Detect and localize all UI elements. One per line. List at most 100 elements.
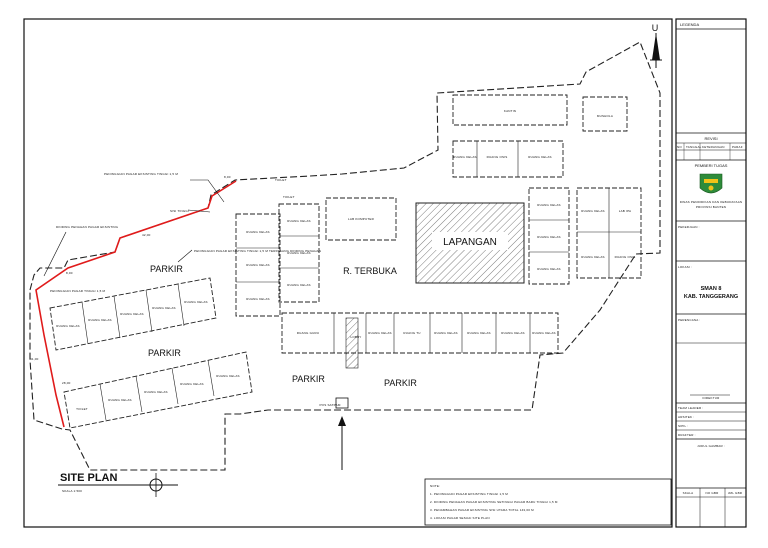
room-label: RUANG KELAS [537, 267, 561, 271]
provinsi-label: PROVINSI BANTEN [696, 205, 726, 209]
parkir-label: PARKIR [148, 348, 181, 358]
toilet-label: TOILET [275, 178, 287, 182]
note-label: PENINGGIAN PAGAR EKSISTING TINGGI 1,5 M [104, 172, 178, 176]
revisi-col: KETERANGAN [702, 145, 725, 149]
room-label: RUANG KELAS [434, 331, 458, 335]
room-label: RUANG KELAS [467, 331, 491, 335]
lab-ipa-label: LAB IPA [619, 209, 632, 213]
revisi-col: PARAF [732, 145, 743, 149]
classroom-block-west-2 [63, 351, 253, 429]
room-label: RUANG KELAS [287, 251, 311, 255]
fence-red-line [35, 180, 237, 428]
notes-heading: NOTE: [430, 484, 440, 488]
note-label: PENINGGIAN PAGAR TINGGI 1,5 M [50, 289, 105, 293]
revisi-heading: REVISI [704, 136, 717, 141]
revisi-col: TANGGAL [686, 145, 702, 149]
room-label: RUANG OSIS [615, 255, 636, 259]
dimension-label: 28,00 [62, 381, 71, 385]
pemberi-tugas-heading: PEMBERI TUGAS [695, 163, 728, 168]
drafter-label: DRAFTER : [678, 433, 696, 437]
perencana-label: PERENCANA : [678, 318, 700, 322]
bottom-col: NO GBR [705, 491, 719, 495]
note-label: SISI TINGGI [170, 209, 189, 213]
lobby-label: LOBBY [350, 335, 361, 339]
room-label: RUANG KELAS [537, 203, 561, 207]
school-name: SMAN 8 [701, 286, 722, 292]
room-label: RUANG KELAS [246, 297, 270, 301]
judul-gambar-label: JUDUL GAMBAR : [697, 444, 725, 448]
sipil-label: SIPIL : [678, 424, 688, 428]
note-label: PENINGGIAN PAGAR EKSISTING TINGGI 1,5 M … [194, 249, 321, 253]
title-block-frame [675, 18, 747, 528]
pos-satpam-box [335, 397, 349, 409]
dinas-label: DINAS PENDIDIKAN DAN KEBUDAYAAN [680, 200, 743, 204]
room-label: RUANG KELAS [581, 209, 605, 213]
site-plan-title: SITE PLAN [60, 472, 118, 484]
room-label: RUANG OSIS [487, 155, 508, 159]
classroom-block-west-1 [49, 277, 217, 351]
mushola-building [582, 96, 628, 132]
parkir-label: PARKIR [292, 374, 325, 384]
parkir-label: PARKIR [384, 378, 417, 388]
north-label: U [652, 23, 659, 33]
notes-box [424, 478, 672, 526]
room-label: RUANG KELAS [532, 331, 556, 335]
notes-line: 4. LOKASI PAGAR SESUAI SITE PLAN [430, 516, 490, 520]
pekerjaan-label: PEKERJAAN : [678, 225, 700, 229]
notes-line: 1. PENINGGIAN PAGAR EKSISTING TINGGI 1,5… [430, 492, 508, 496]
room-label: RUANG KELAS [144, 390, 168, 394]
classroom-block-east [528, 187, 570, 285]
dimension-label: 8,00 [224, 175, 231, 179]
ruang-guru-label: RUANG GURU [297, 331, 320, 335]
room-label: RUANG KELAS [528, 155, 552, 159]
room-label: RUANG KELAS [152, 306, 176, 310]
lab-komputer-building [325, 197, 397, 241]
dimension-label: 42,00 [142, 233, 151, 237]
room-label: RUANG KELAS [120, 312, 144, 316]
entrance-arrow-head [338, 416, 346, 426]
site-boundary [29, 41, 661, 471]
parkir-label: PARKIR [150, 264, 183, 274]
classroom-block-north [452, 140, 564, 178]
north-arrow: U [650, 23, 662, 68]
room-label: RUANG KELAS [88, 318, 112, 322]
arsitek-label: ARSITEK : [678, 415, 694, 419]
room-label: RUANG KELAS [501, 331, 525, 335]
room-label: RUANG KELAS [581, 255, 605, 259]
room-label: RUANG KELAS [108, 398, 132, 402]
bottom-col: SKALA [683, 491, 694, 495]
bottom-col: JML GBR [728, 491, 743, 495]
classroom-tower-left [235, 213, 281, 317]
room-label: RUANG KELAS [246, 263, 270, 267]
room-label: RUANG KELAS [368, 331, 392, 335]
school-location: KAB. TANGGERANG [684, 294, 738, 300]
lab-komputer-label: LAB KOMPUTER [348, 217, 375, 221]
room-label: RUANG KELAS [246, 230, 270, 234]
dimension-label: 8,00 [66, 271, 73, 275]
room-label: RUANG KELAS [537, 235, 561, 239]
legenda-heading: LEGENDA [680, 22, 699, 27]
drawing-frame [23, 18, 673, 528]
pos-satpam-label: POS SATPAM [319, 403, 340, 407]
lokasi-label: LOKASI : [678, 265, 692, 269]
kantin-label: KANTIN [504, 109, 516, 113]
lapangan-label: LAPANGAN [443, 237, 497, 248]
dimension-label: 41,00 [30, 357, 39, 361]
room-label: RUANG KELAS [184, 300, 208, 304]
stamp-label: DIREKTUR [703, 396, 721, 400]
notes-line: 3. PENAMBAHAN PAGAR EKSISTING SISI UTARA… [430, 508, 534, 512]
room-label: RUANG KELAS [287, 219, 311, 223]
room-label: RUANG KELAS [216, 374, 240, 378]
notes-line: 2. DINDING PENAHAN PAGAR EKSISTING SETIN… [430, 500, 558, 504]
ruang-tu-label: RUANG TU [403, 331, 420, 335]
toilet-label: TOILET [283, 195, 295, 199]
kantin-building [452, 94, 568, 126]
mushola-label: MUSHOLA [597, 114, 613, 118]
banten-emblem [699, 173, 723, 194]
team-leader-label: TEAM LEADER : [678, 406, 703, 410]
main-classroom-block [281, 312, 559, 354]
classroom-tower-right [278, 203, 320, 303]
r-terbuka-label: R. TERBUKA [343, 266, 397, 276]
